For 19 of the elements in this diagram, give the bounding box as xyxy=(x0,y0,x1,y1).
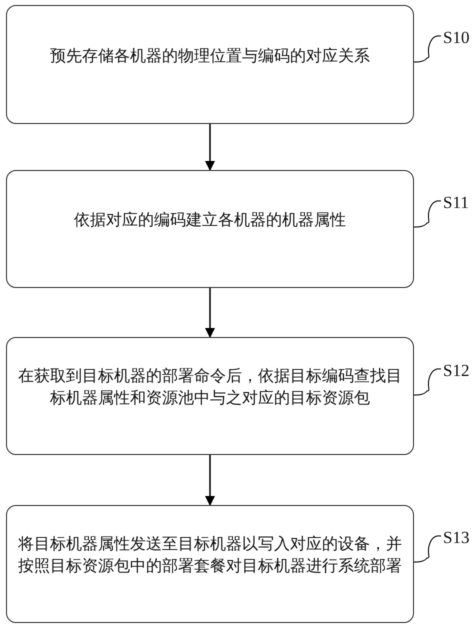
leader-line xyxy=(414,368,442,396)
leader-line xyxy=(414,200,442,228)
step-text: 预先存储各机器的物理位置与编码的对应关系 xyxy=(50,44,370,66)
arrow xyxy=(205,288,215,338)
arrow xyxy=(205,124,215,171)
step-text: 将目标机器属性发送至目标机器以写入对应的设备，并按照目标资源包中的部署套餐对目标机器进行系统部署 xyxy=(17,533,403,577)
step-label: S11 xyxy=(443,193,469,213)
process-box xyxy=(6,337,414,455)
process-box xyxy=(6,505,414,623)
step-label: S10 xyxy=(443,28,470,48)
leader-line xyxy=(414,35,442,62)
step-text: 在获取到目标机器的部署命令后，依据目标编码查找目标机器属性和资源池中与之对应的目标资源包 xyxy=(17,365,403,409)
process-box xyxy=(6,170,414,288)
arrow xyxy=(205,455,215,506)
step-label: S13 xyxy=(443,528,470,548)
process-box xyxy=(6,5,414,124)
step-text: 依据对应的编码建立各机器的机器属性 xyxy=(74,209,346,231)
step-label: S12 xyxy=(443,361,470,381)
leader-line xyxy=(414,535,442,562)
